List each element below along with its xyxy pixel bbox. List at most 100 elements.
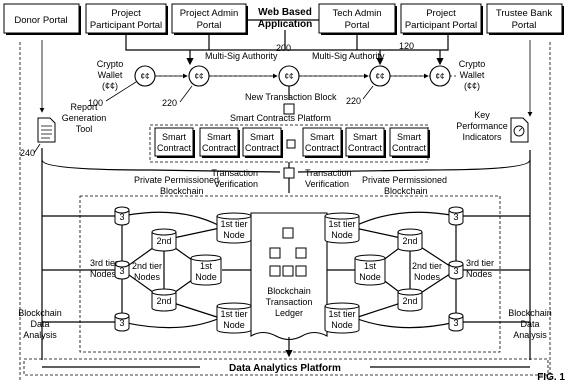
crypto-right-1: Crypto — [459, 59, 486, 69]
ledger-2: Transaction — [266, 297, 313, 307]
second-label: 2nd — [402, 296, 417, 306]
kpi-gauge-icon — [510, 117, 529, 143]
multisig-right: Multi-Sig Authority — [312, 51, 385, 61]
wallet-coins — [134, 65, 451, 87]
ppb-right-line — [297, 159, 531, 173]
third-label: 3 — [453, 266, 458, 276]
ledger-block — [282, 265, 294, 277]
ref-240: 240 — [20, 148, 35, 158]
coin-icon: ¢¢ — [376, 72, 385, 81]
third-tier-node: 3 — [114, 206, 130, 226]
smart-contracts-group: SmartContractSmartContractSmartContractS… — [154, 127, 430, 158]
node-label: Node — [195, 272, 217, 282]
report-document-icon — [37, 117, 56, 143]
sc-center-square — [286, 139, 296, 149]
second-label: 2nd — [156, 236, 171, 246]
contract-label: Contract — [392, 143, 427, 153]
coin-icon: ¢¢ — [285, 72, 294, 81]
ledger-block — [295, 247, 307, 259]
smart-label: Smart — [397, 132, 422, 142]
tv-left-2: Verification — [214, 179, 258, 189]
bda-left-3: Analysis — [23, 330, 57, 340]
new-tx-block-square — [283, 103, 295, 115]
node-label: Node — [223, 320, 245, 330]
web-app-line1: Web Based — [258, 7, 312, 18]
project-admin-line1: Project Admin — [180, 8, 239, 19]
node-label: Node — [331, 230, 353, 240]
second-label: 2nd — [402, 236, 417, 246]
first-label: 1st — [364, 261, 377, 271]
first-label: 1st — [200, 261, 213, 271]
report-3: Tool — [76, 124, 93, 134]
tv-right-2: Verification — [305, 179, 349, 189]
contract-label: Contract — [305, 143, 340, 153]
tv-right-1: Transaction — [305, 168, 352, 178]
third-tier-node: 3 — [448, 312, 464, 332]
portal-bus — [125, 35, 449, 51]
second-label: 2nd — [156, 296, 171, 306]
ledger-3: Ledger — [275, 308, 303, 318]
ref-200: 200 — [276, 43, 291, 53]
kpi-1: Key — [474, 110, 490, 120]
crypto-left-2: Wallet — [98, 70, 123, 80]
bda-right-3: Analysis — [513, 330, 547, 340]
tech-admin-line1: Tech Admin — [332, 8, 381, 19]
ledger-block — [295, 265, 307, 277]
ref-220a: 220 — [162, 98, 177, 108]
third-label: 3 — [453, 318, 458, 328]
ledger-block — [269, 247, 281, 259]
ppb-left-2: Blockchain — [160, 186, 204, 196]
first-tier-label: 1st tier — [220, 309, 247, 319]
first-tier-label: 1st tier — [220, 219, 247, 229]
pp-left-line1: Project — [111, 8, 141, 19]
pp-right-line2: Participant Portal — [405, 20, 477, 31]
dap-frame — [23, 358, 549, 376]
third-tier-left-1: 3rd tier — [90, 258, 118, 268]
report-1: Report — [70, 102, 98, 112]
bda-left-2: Data — [30, 319, 49, 329]
bda-right-1: Blockchain — [508, 308, 552, 318]
bda-left-1: Blockchain — [18, 308, 62, 318]
second-tier-node: 2nd — [397, 288, 423, 312]
portal-drops — [208, 30, 358, 50]
contract-label: Contract — [245, 143, 280, 153]
fig-label: FIG. 1 — [537, 372, 565, 383]
smart-label: Smart — [162, 132, 187, 142]
contract-label: Contract — [202, 143, 237, 153]
ledger-1: Blockchain — [267, 286, 311, 296]
node-label: Node — [331, 320, 353, 330]
pp-right-line1: Project — [426, 8, 456, 19]
web-app-line2: Application — [258, 19, 312, 30]
second-tier-right-2: Nodes — [414, 272, 441, 282]
portal-boxes — [3, 3, 564, 35]
smart-label: Smart — [207, 132, 232, 142]
third-label: 3 — [119, 212, 124, 222]
ppb-left-line — [41, 159, 281, 173]
ledger-block — [282, 227, 294, 239]
node-label: Node — [223, 230, 245, 240]
ledger-blocks — [269, 227, 307, 277]
second-tier-left-2: Nodes — [134, 272, 161, 282]
third-tier-node: 3 — [448, 206, 464, 226]
report-2: Generation — [62, 113, 107, 123]
kpi-2: Performance — [456, 121, 508, 131]
third-tier-node: 3 — [114, 260, 130, 280]
smart-label: Smart — [353, 132, 378, 142]
second-tier-left-1: 2nd tier — [132, 261, 162, 271]
third-label: 3 — [119, 318, 124, 328]
project-admin-line2: Portal — [197, 20, 222, 31]
coin-icon: ¢¢ — [195, 72, 204, 81]
node-label: Node — [359, 272, 381, 282]
ref-120: 120 — [399, 41, 414, 51]
